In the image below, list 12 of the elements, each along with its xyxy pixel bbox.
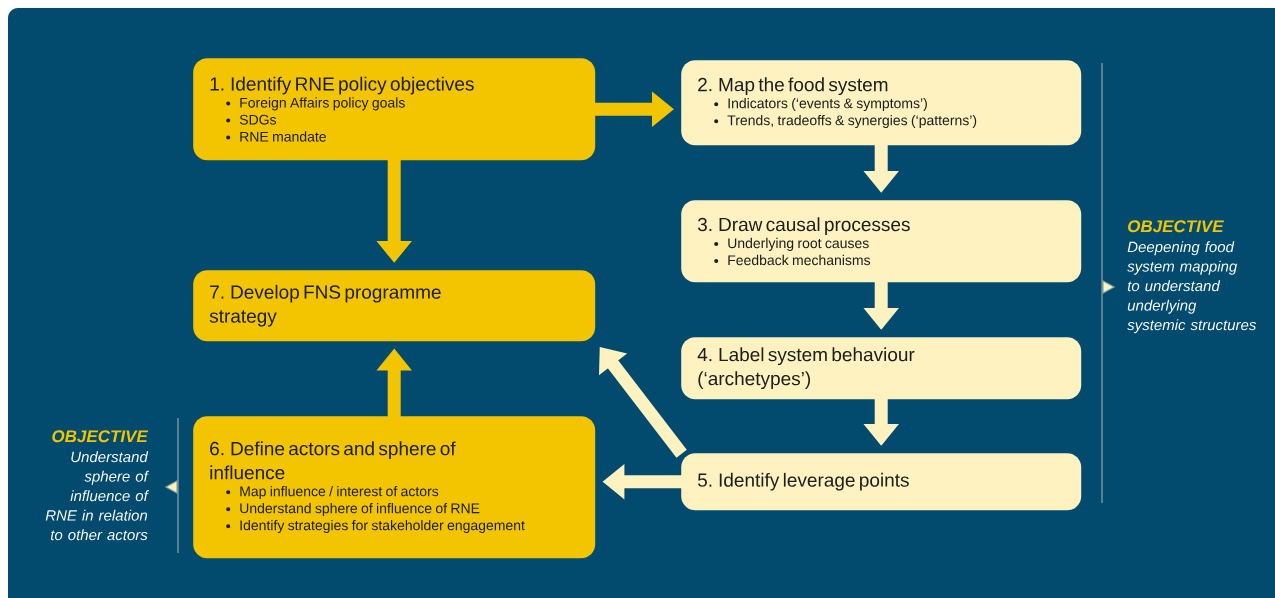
objective-text: Deepening food system mapping to understand underlying systemic structures bbox=[1127, 241, 1257, 334]
process-box: 3. Draw causal processes Underlying root causes Feedback mechanisms bbox=[681, 200, 1082, 283]
objective-text: Understand sphere of influence of RNE in relation to other actors bbox=[45, 451, 150, 541]
objective-heading: OBJECTIVE bbox=[1128, 220, 1224, 233]
process-box: 5. Identify leverage points bbox=[681, 453, 1082, 511]
process-box: 2. Map the food system Indicators (‘events & symptoms’) Trends, tradeoffs & synergies (‘patterns’) bbox=[681, 60, 1082, 146]
arrow bbox=[598, 347, 687, 458]
process-box: 4. Label system behaviour (‘archetypes’) bbox=[681, 337, 1082, 400]
objective-heading: OBJECTIVE bbox=[52, 430, 149, 443]
process-box: 1. Identify RNE policy objectives Foreign Affairs policy goals SDGs RNE mandate bbox=[193, 58, 596, 161]
process-box: 6. Define actors and sphere of influence Map influence / interest of actors Understand sphere of influence of RNE Identify strategies for stakeholder engagement bbox=[193, 416, 596, 559]
process-box: 7. Develop FNS programme strategy bbox=[193, 270, 596, 342]
